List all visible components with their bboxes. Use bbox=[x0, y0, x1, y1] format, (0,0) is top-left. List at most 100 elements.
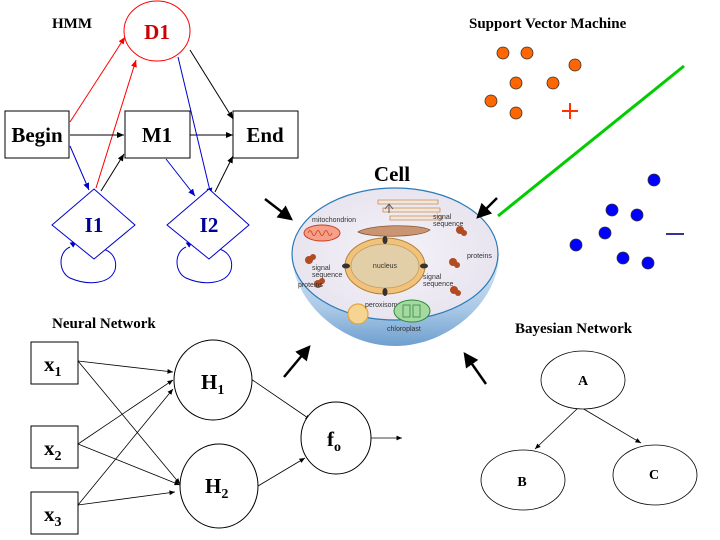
svg-text:fo: fo bbox=[327, 427, 341, 455]
hmm-node-i2: I2 bbox=[166, 188, 250, 260]
svm-negative-point bbox=[616, 251, 630, 265]
mitochondrion: mitochondrion bbox=[303, 217, 356, 242]
nn-x2-sub: 2 bbox=[55, 449, 62, 464]
svm-positive-points bbox=[484, 46, 582, 120]
svm-negative-point bbox=[641, 256, 655, 270]
proteins-blobs bbox=[305, 226, 467, 296]
bn-node-b: B bbox=[480, 449, 566, 511]
svm-negative-point bbox=[647, 173, 661, 187]
neural-network-diagram: Neural Network x1 x2 x3 bbox=[30, 316, 402, 535]
svm-positive-point bbox=[496, 46, 510, 60]
label-signal-right-2: sequence bbox=[423, 281, 453, 288]
nn-input-x1: x1 bbox=[30, 341, 79, 385]
nn-edges bbox=[77, 360, 402, 506]
nn-h1-base: H bbox=[201, 370, 217, 394]
nn-x3-base: x bbox=[44, 502, 55, 526]
nn-fo-base: f bbox=[327, 427, 335, 451]
arrow-svm-to-cell bbox=[476, 197, 498, 219]
peroxisome: peroxisome bbox=[347, 302, 401, 325]
hmm-node-m1-label: M1 bbox=[142, 123, 172, 147]
nn-hidden-h2: H2 bbox=[179, 443, 259, 529]
svm-positive-point bbox=[546, 76, 560, 90]
bn-node-c: C bbox=[612, 444, 698, 506]
svg-text:x1: x1 bbox=[44, 352, 62, 380]
svm-title: Support Vector Machine bbox=[469, 16, 627, 32]
svm-positive-point bbox=[509, 106, 523, 120]
bn-node-b-label: B bbox=[517, 475, 526, 490]
hmm-node-end: End bbox=[232, 110, 299, 159]
label-signal-top-1: signal bbox=[433, 214, 452, 221]
hmm-node-begin: Begin bbox=[4, 110, 70, 159]
bn-node-c-label: C bbox=[649, 468, 659, 483]
svm-negative-point bbox=[630, 208, 644, 222]
nucleus: nucleus bbox=[342, 236, 428, 296]
nn-x3-sub: 3 bbox=[55, 515, 62, 530]
bn-edge-a-c bbox=[581, 407, 642, 444]
svm-positive-point bbox=[568, 58, 582, 72]
hmm-node-end-label: End bbox=[246, 123, 284, 147]
label-signal-right-1: signal bbox=[423, 274, 442, 281]
bn-edge-a-b bbox=[534, 407, 579, 450]
hmm-node-d1: D1 bbox=[123, 0, 191, 62]
svg-text:H2: H2 bbox=[205, 474, 228, 502]
label-nucleus: nucleus bbox=[373, 263, 398, 270]
label-peroxisome: peroxisome bbox=[365, 302, 401, 309]
bn-title: Bayesian Network bbox=[515, 321, 633, 337]
label-signal-left-2: sequence bbox=[312, 272, 342, 279]
edge-begin-d1 bbox=[69, 36, 126, 123]
hmm-node-i1: I1 bbox=[51, 188, 136, 260]
svm-positive-point bbox=[509, 76, 523, 90]
svm-decision-boundary bbox=[497, 64, 685, 218]
nn-input-x2: x2 bbox=[30, 425, 79, 469]
nn-title: Neural Network bbox=[52, 316, 156, 332]
hmm-title: HMM bbox=[52, 16, 92, 32]
bn-node-a-label: A bbox=[578, 374, 589, 389]
bn-node-a: A bbox=[540, 350, 626, 410]
nn-h2-base: H bbox=[205, 474, 221, 498]
edge-i1-self bbox=[60, 246, 117, 284]
edge-i2-end bbox=[214, 155, 234, 193]
hmm-node-begin-label: Begin bbox=[11, 123, 63, 147]
nn-x1-base: x bbox=[44, 352, 55, 376]
nn-x2-base: x bbox=[44, 436, 55, 460]
arrow-bn-to-cell bbox=[463, 351, 488, 385]
svm-plus-icon bbox=[562, 103, 578, 119]
nn-x1-sub: 1 bbox=[55, 365, 62, 380]
edge-d1-i2 bbox=[177, 56, 213, 196]
label-signal-top-2: sequence bbox=[433, 221, 463, 228]
svm-diagram: Support Vector Machine bbox=[469, 16, 685, 270]
endoplasmic-reticulum bbox=[357, 199, 443, 237]
edge-i2-self bbox=[176, 246, 233, 284]
edge-i1-m1 bbox=[100, 153, 125, 192]
edge-m1-i2 bbox=[165, 158, 196, 197]
svm-negative-point bbox=[605, 203, 619, 217]
nn-h2-sub: 2 bbox=[221, 487, 228, 502]
hmm-diagram: HMM Begin M1 End D1 bbox=[4, 0, 299, 284]
svg-text:x2: x2 bbox=[44, 436, 62, 464]
hmm-node-d1-label: D1 bbox=[144, 20, 170, 44]
edge-begin-i1 bbox=[69, 145, 90, 191]
arrow-hmm-to-cell bbox=[264, 198, 293, 221]
svm-negative-points bbox=[569, 173, 661, 270]
nn-h1-sub: 1 bbox=[217, 383, 224, 398]
cell-title: Cell bbox=[374, 162, 410, 186]
label-signal-left-1: signal bbox=[312, 265, 331, 272]
label-proteins-left: proteins bbox=[298, 282, 323, 289]
label-proteins-right: proteins bbox=[467, 253, 492, 260]
cell-diagram: Cell nucleus bbox=[264, 162, 499, 385]
edge-i1-d1 bbox=[95, 59, 137, 189]
bayesian-network-diagram: Bayesian Network A B C bbox=[480, 321, 698, 511]
cell-image: nucleus mitochondrion peroxisome chlorop… bbox=[291, 187, 499, 346]
svg-text:x3: x3 bbox=[44, 502, 62, 530]
label-mitochondrion: mitochondrion bbox=[312, 217, 356, 224]
nn-fo-sub: o bbox=[334, 440, 341, 455]
nn-input-nodes: x1 x2 x3 bbox=[30, 341, 79, 535]
hmm-node-i2-label: I2 bbox=[200, 213, 219, 237]
label-chloroplast: chloroplast bbox=[387, 326, 421, 333]
arrow-nn-to-cell bbox=[283, 345, 311, 378]
nn-hidden-h1: H1 bbox=[173, 339, 253, 421]
chloroplast: chloroplast bbox=[387, 299, 431, 333]
svm-positive-point bbox=[520, 46, 534, 60]
